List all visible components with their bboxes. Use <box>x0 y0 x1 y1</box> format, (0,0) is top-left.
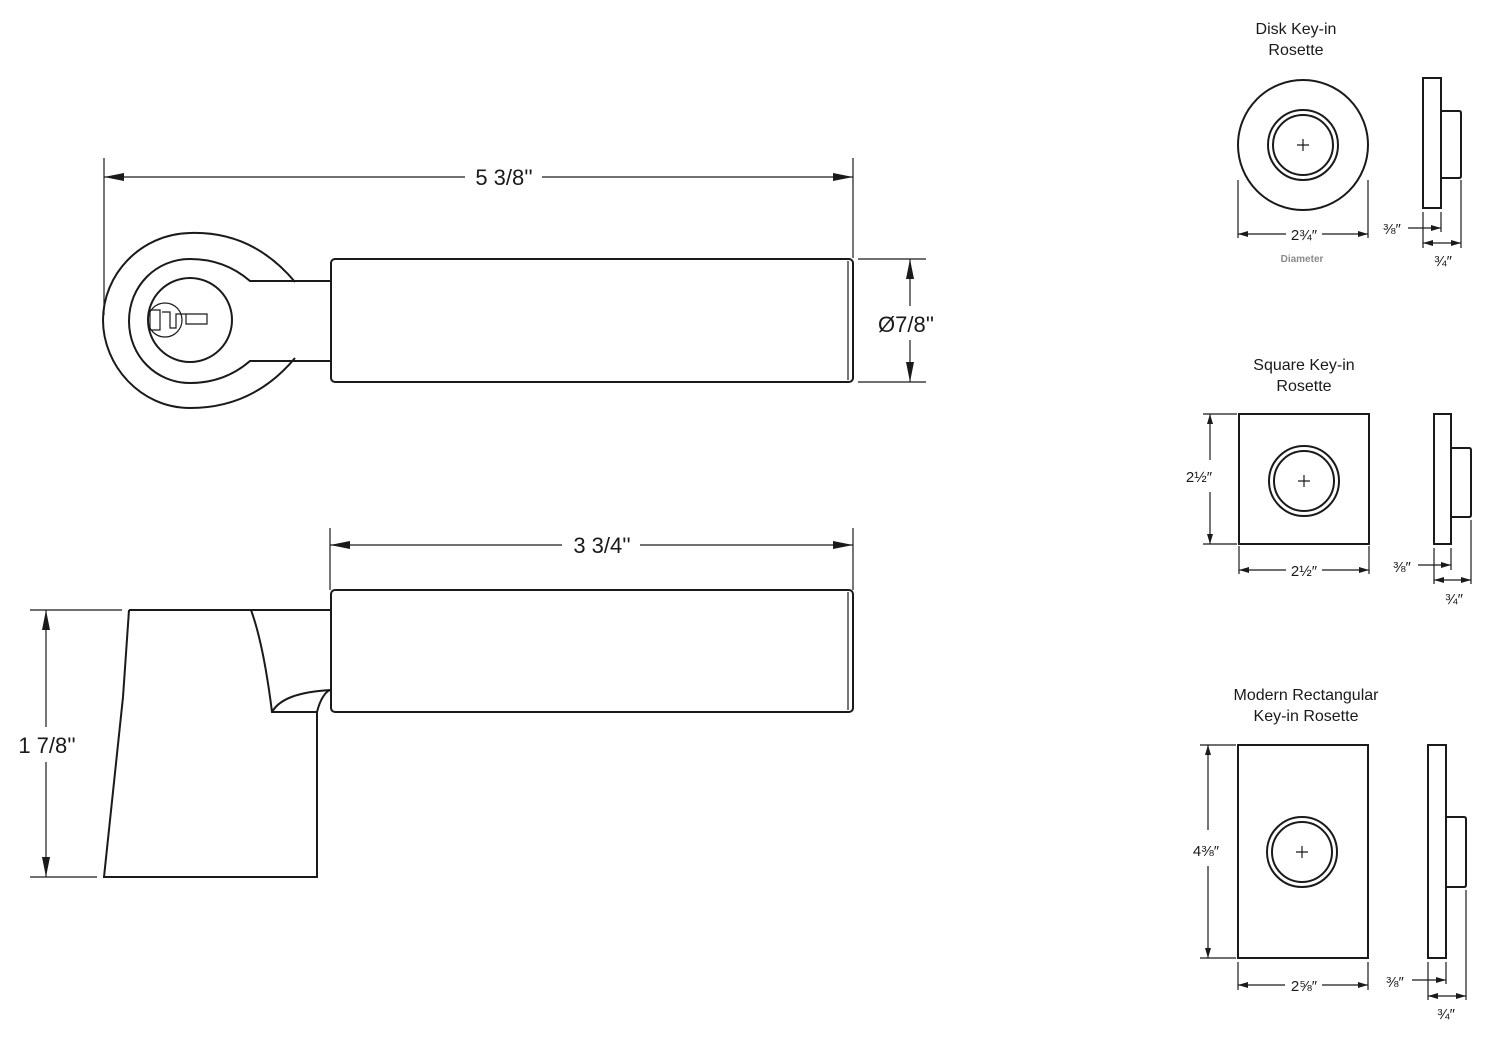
disk-rosette-detail: Disk Key-in Rosette 2¾″ Diameter ⅜″ ¾″ <box>1237 21 1462 270</box>
lever-length-label: 3 3/4'' <box>573 533 630 558</box>
overall-length-label: 5 3/8'' <box>475 165 532 190</box>
rosette-title: Disk Key-in <box>1256 21 1337 38</box>
center-mark-icon <box>1297 139 1309 151</box>
total-depth-label: ¾″ <box>1445 591 1464 608</box>
lever-handle <box>330 258 854 383</box>
rosette-title: Square Key-in <box>1253 357 1354 374</box>
total-depth-label: ¾″ <box>1434 253 1453 270</box>
width-label: 2⅝″ <box>1291 978 1318 995</box>
lever-handle-side <box>330 589 854 713</box>
rosette-height-label: 1 7/8'' <box>18 733 75 758</box>
lever-side-view: 3 3/4'' 1 7/8'' <box>18 528 854 878</box>
width-label: 2½″ <box>1291 563 1318 580</box>
lever-top-view: 5 3/8'' Ø7/8'' <box>101 158 934 410</box>
rosette-outline <box>101 231 296 410</box>
lever-diameter-label: Ø7/8'' <box>878 312 934 337</box>
plate-depth-label: ⅜″ <box>1393 559 1412 576</box>
height-label: 4⅜″ <box>1193 843 1220 860</box>
plate-depth-label: ⅜″ <box>1383 221 1402 238</box>
width-caption: Diameter <box>1281 254 1324 265</box>
rosette-title: Rosette <box>1276 378 1331 395</box>
lever-neck-profile <box>250 609 331 713</box>
center-mark-icon <box>1298 475 1310 487</box>
rosette-title: Key-in Rosette <box>1254 708 1359 725</box>
width-label: 2¾″ <box>1291 227 1318 244</box>
rosette-title: Rosette <box>1268 42 1323 59</box>
total-depth-label: ¾″ <box>1437 1006 1456 1023</box>
square-rosette-detail: Square Key-in Rosette 2½″ 2½″ ⅜″ ¾″ <box>1186 357 1472 608</box>
rosette-title: Modern Rectangular <box>1234 687 1380 704</box>
plate-depth-label: ⅜″ <box>1386 974 1405 991</box>
lever-neck <box>127 257 330 385</box>
height-label: 2½″ <box>1186 469 1213 486</box>
rectangular-rosette-detail: Modern Rectangular Key-in Rosette 4⅜″ 2⅝… <box>1193 687 1467 1023</box>
rosette-profile <box>102 609 318 878</box>
keyhole-icon <box>147 302 208 338</box>
center-mark-icon <box>1296 846 1308 858</box>
